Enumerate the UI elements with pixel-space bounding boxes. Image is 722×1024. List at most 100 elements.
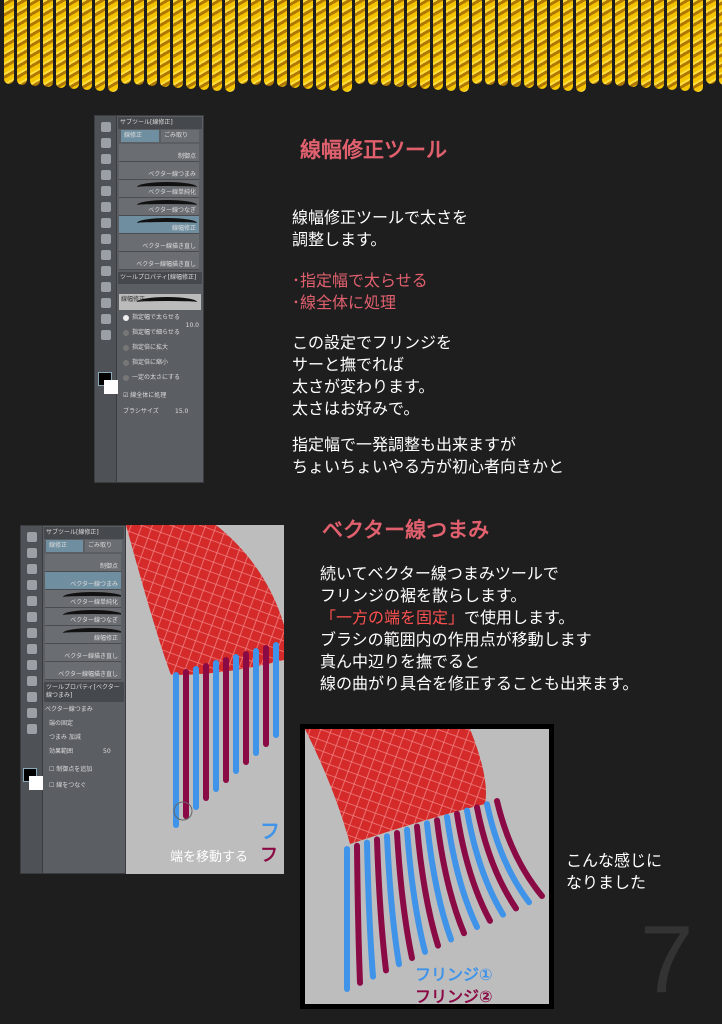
subtool-item[interactable]: ベクター線つなぎ: [45, 608, 121, 626]
tab-dust[interactable]: ごみ取り: [85, 540, 122, 552]
rope-strand: [303, 0, 313, 89]
brush-size-value[interactable]: 15.0: [175, 408, 189, 415]
subtool-item[interactable]: ベクター線つなぎ: [119, 198, 199, 216]
subtool-item[interactable]: 線幅修正: [45, 626, 121, 644]
tab-dust[interactable]: ごみ取り: [161, 130, 199, 142]
rope-strand: [69, 0, 79, 89]
option-radio[interactable]: 指定幅で太らせる: [123, 314, 180, 322]
rope-strand: [589, 0, 599, 84]
tool-panel-vector-pinch: サブツール[線修正] 線修正 ごみ取り 制御点ベクター線つまみベクター線単純化ベ…: [20, 525, 126, 874]
rope-strand: [446, 0, 456, 91]
fringe-strand: [354, 842, 363, 986]
option-label: 指定倍に拡大: [132, 344, 169, 351]
stroke-preview: [137, 218, 197, 228]
rope-strand: [17, 0, 27, 85]
subtool-label: 線幅修正: [171, 225, 196, 232]
radio-dot: [123, 374, 129, 381]
sub-color-swatch[interactable]: [29, 776, 43, 790]
rope-strand: [316, 0, 326, 90]
section1-title: 線幅修正ツール: [300, 138, 447, 162]
end-fix-label: 端の固定: [49, 720, 74, 727]
range-label: 効果範囲: [49, 748, 74, 755]
rope-strand: [186, 0, 196, 89]
connect-checkbox[interactable]: ☐ 線をつなぐ: [49, 782, 87, 789]
rope-strand: [654, 0, 664, 89]
subtool-item[interactable]: 制御点: [45, 554, 121, 572]
rope-strand: [212, 0, 222, 91]
stroke-preview: [137, 182, 197, 192]
subtool-label: ベクター線単純化: [148, 189, 196, 196]
rope-strand: [160, 0, 170, 87]
add-point-checkbox[interactable]: ☐ 制御点を追加: [49, 766, 93, 773]
rope-strand: [693, 0, 703, 92]
rope-fringe-decoration: [0, 0, 722, 100]
rope-strand: [498, 0, 508, 86]
option-value[interactable]: 10.0: [185, 322, 199, 329]
rope-strand: [680, 0, 690, 91]
result-image: フリンジ① フリンジ②: [300, 724, 554, 1009]
rope-strand: [719, 0, 722, 85]
pinch-label: つまみ 加減: [49, 734, 81, 741]
subtool-item[interactable]: ベクター線描き直し: [45, 644, 121, 662]
subtool-item[interactable]: ベクター線単純化: [45, 590, 121, 608]
option-label: 指定倍に縮小: [132, 359, 169, 366]
option-radio[interactable]: 一定の太さにする: [123, 374, 180, 382]
rope-strand: [602, 0, 612, 85]
radio-dot: [123, 359, 129, 366]
subtool-label: ベクター線つなぎ: [70, 617, 118, 624]
rope-strand: [355, 0, 365, 84]
rope-strand: [706, 0, 716, 84]
fringe-strand: [364, 839, 376, 980]
subtool-label: 制御点: [99, 563, 118, 570]
option-radio[interactable]: 指定倍に拡大: [123, 344, 168, 352]
toolbar: [21, 526, 43, 873]
subtool-label: 制御点: [177, 153, 196, 160]
whole-line-checkbox[interactable]: ☑ 線全体に処理: [123, 392, 167, 399]
rope-strand: [524, 0, 534, 88]
rope-strand: [225, 0, 235, 92]
rope-strand: [641, 0, 651, 88]
subtool-item[interactable]: ベクター線つまみ: [119, 162, 199, 180]
rope-strand: [329, 0, 339, 91]
section2-text: 続いてベクター線つまみツールでフリンジの裾を散らします。「一方の端を固定」で使用…: [320, 563, 638, 695]
range-value[interactable]: 50: [103, 748, 111, 755]
fringe-strand: [404, 826, 428, 955]
fringe-strand: [454, 810, 493, 924]
property-name: ベクター線つまみ: [45, 706, 93, 713]
rope-strand: [290, 0, 300, 88]
rope-strand: [134, 0, 144, 85]
tool-panel-line-width: サブツール[線修正] 線修正 ごみ取り 制御点ベクター線つまみベクター線単純化ベ…: [94, 115, 204, 483]
rope-strand: [147, 0, 157, 86]
option-radio[interactable]: 指定幅で細らせる: [123, 329, 180, 337]
option-radio[interactable]: 指定倍に縮小: [123, 359, 168, 367]
rope-strand: [381, 0, 391, 86]
subtool-header: サブツール[線修正]: [44, 527, 124, 539]
toolbar: [95, 116, 118, 482]
subtool-item[interactable]: ベクター線描き直し: [119, 234, 199, 252]
scarf-body: [305, 729, 486, 844]
subtool-item[interactable]: ベクター線幅描き直し: [45, 662, 121, 680]
fringe-strand: [484, 801, 532, 906]
rope-strand: [238, 0, 248, 84]
rope-strand: [95, 0, 105, 91]
fringe-strand: [394, 830, 415, 961]
canvas-before[interactable]: 端を移動する フ フ: [126, 525, 284, 874]
tab-line-fix[interactable]: 線修正: [46, 540, 83, 552]
subtool-item[interactable]: 制御点: [119, 144, 199, 162]
section1-note: 指定幅で一発調整も出来ますが ちょいちょいやる方が初心者向きかと: [292, 435, 565, 476]
fringe-strand: [474, 804, 519, 912]
rope-strand: [394, 0, 404, 87]
rope-strand: [56, 0, 66, 88]
sub-color-swatch[interactable]: [104, 380, 118, 394]
subtool-item[interactable]: ベクター線幅描き直し: [119, 252, 199, 270]
property-header: ツールプロパティ[ベクター線つまみ]: [44, 682, 124, 702]
subtool-item[interactable]: 線幅修正: [119, 216, 199, 234]
radio-dot: [123, 329, 129, 336]
canvas-caption: 端を移動する: [170, 850, 249, 865]
tab-line-fix[interactable]: 線修正: [121, 130, 159, 142]
subtool-item[interactable]: ベクター線単純化: [119, 180, 199, 198]
option-label: 指定幅で細らせる: [132, 329, 180, 336]
subtool-item[interactable]: ベクター線つまみ: [45, 572, 121, 590]
rope-strand: [407, 0, 417, 88]
rope-strand: [368, 0, 378, 85]
